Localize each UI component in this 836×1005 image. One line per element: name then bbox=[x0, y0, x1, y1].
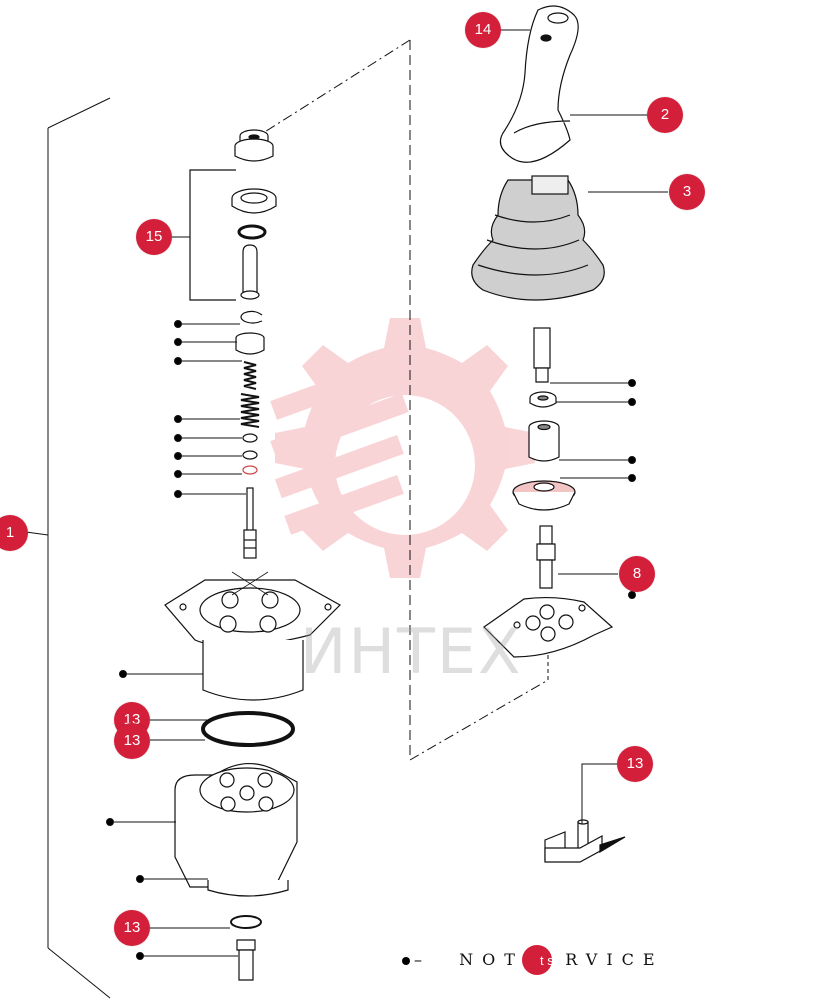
joystick-handle bbox=[499, 5, 579, 163]
bullet-marker bbox=[628, 591, 636, 599]
plunger bbox=[240, 244, 260, 300]
legend-marker-text: t ser bbox=[539, 953, 566, 968]
callout-1[interactable]: 1 bbox=[0, 515, 28, 551]
perspective-guides bbox=[47, 39, 549, 999]
callout-3[interactable]: 3 bbox=[669, 174, 705, 210]
bullet-marker bbox=[174, 490, 246, 498]
return-spring-small bbox=[243, 361, 257, 390]
bullet-marker bbox=[174, 470, 242, 478]
coupler bbox=[528, 420, 560, 462]
return-spring-large bbox=[240, 393, 260, 428]
cam-plate bbox=[512, 480, 576, 511]
shim-washer-3 bbox=[242, 465, 258, 475]
callout-13-c[interactable]: 13 bbox=[617, 746, 653, 782]
legend-text-not: NOT bbox=[459, 950, 524, 969]
callout-14[interactable]: 14 bbox=[465, 12, 501, 48]
spool bbox=[243, 487, 257, 559]
pivot-stem bbox=[536, 525, 556, 589]
legend: – NOT t serRVICE bbox=[402, 950, 664, 969]
bullet-marker bbox=[556, 398, 636, 406]
legend-text-rvice: RVICE bbox=[565, 950, 664, 969]
ring-washer bbox=[231, 188, 277, 214]
callout-13-b[interactable]: 13 bbox=[114, 723, 150, 759]
bullet-marker bbox=[559, 456, 636, 464]
lower-body bbox=[174, 762, 298, 897]
bullet-marker bbox=[119, 670, 203, 678]
joystick-assembly bbox=[471, 5, 626, 863]
bullet-marker bbox=[174, 434, 242, 442]
callout-15[interactable]: 15 bbox=[136, 219, 172, 255]
fitting bbox=[236, 939, 256, 981]
legend-prefix: – bbox=[414, 950, 431, 969]
lock-nut bbox=[529, 391, 557, 408]
bullet-marker bbox=[550, 379, 636, 387]
base-plate bbox=[483, 596, 614, 658]
watermark-gear-logo bbox=[270, 318, 535, 578]
bullet-marker bbox=[174, 452, 242, 460]
rubber-boot bbox=[471, 175, 605, 301]
bracket-15 bbox=[189, 169, 236, 301]
pilot-valve-assembly bbox=[164, 129, 341, 981]
detent-detail bbox=[544, 819, 626, 863]
callout-2[interactable]: 2 bbox=[647, 97, 683, 133]
spring-seat bbox=[235, 332, 265, 355]
bullet-marker bbox=[174, 320, 240, 328]
snap-ring bbox=[240, 310, 263, 324]
o-ring-large bbox=[201, 711, 295, 747]
legend-bullet-icon bbox=[402, 956, 410, 965]
bullet-marker bbox=[174, 415, 240, 423]
legend-overlay-marker bbox=[522, 945, 552, 975]
bullet-marker bbox=[560, 474, 636, 482]
callout-13-d[interactable]: 13 bbox=[114, 910, 150, 946]
not-serviced-markers bbox=[106, 320, 636, 960]
o-ring-bottom bbox=[230, 915, 262, 929]
bullet-marker bbox=[136, 952, 238, 960]
callout-8[interactable]: 8 bbox=[619, 556, 655, 592]
seal-cap bbox=[234, 129, 274, 162]
callout-leaders bbox=[25, 29, 668, 929]
bullet-marker bbox=[174, 357, 242, 365]
shim-washer-2 bbox=[242, 450, 258, 460]
watermark-text: ИНТЕХ bbox=[300, 615, 523, 688]
shim-washer-1 bbox=[242, 433, 258, 443]
o-ring-small bbox=[237, 224, 267, 240]
bullet-marker bbox=[136, 875, 208, 883]
bullet-marker bbox=[174, 338, 237, 346]
bullet-marker bbox=[106, 818, 176, 826]
upper-housing bbox=[164, 571, 341, 701]
stem-shaft bbox=[533, 327, 551, 383]
